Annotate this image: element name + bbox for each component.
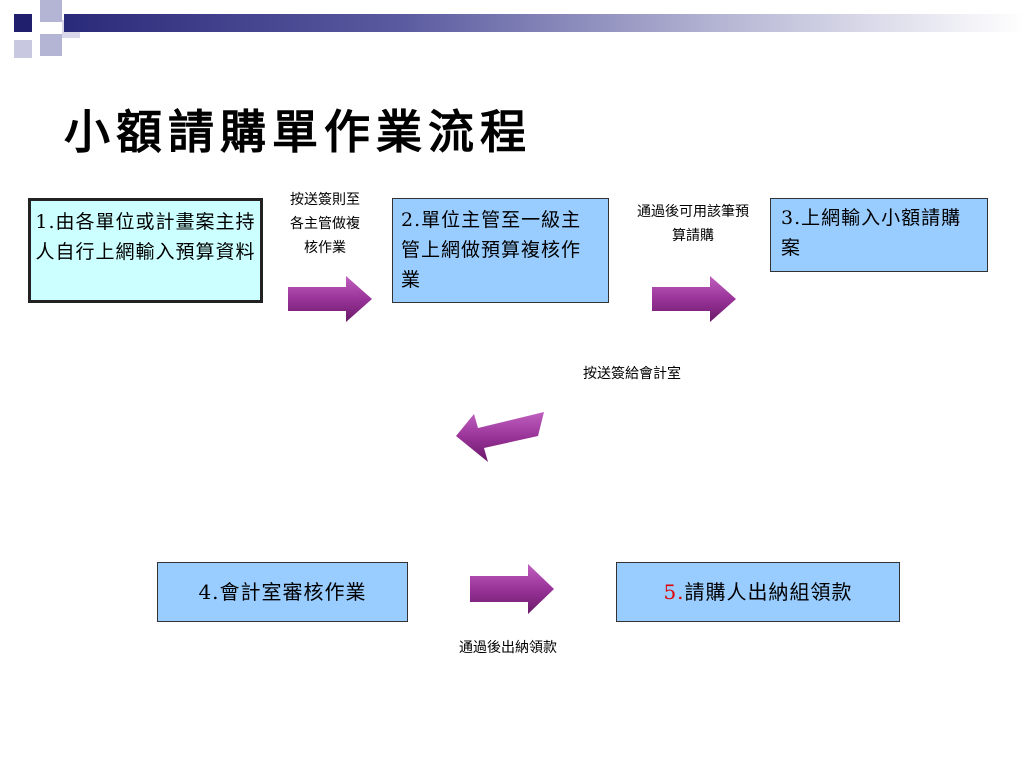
- connector-4-note: 通過後出納領款: [459, 640, 557, 656]
- step-5-box: 5.請購人出納組領款: [616, 562, 900, 622]
- diagonal-back-arrow-icon: [456, 412, 544, 462]
- header-square-lavender-3: [14, 40, 32, 58]
- right-arrow-icon: [288, 276, 372, 322]
- header-square-lavender-1: [40, 0, 62, 22]
- right-arrow-icon: [652, 276, 736, 322]
- page-title: 小額請購單作業流程: [64, 105, 532, 159]
- step-4-box: 4.會計室審核作業: [157, 562, 408, 622]
- connector-1-note: 按送簽則至各主管做複核作業: [290, 192, 360, 256]
- step-5-label: 請購人出納組領款: [684, 580, 853, 604]
- step-3-box: 3.上網輸入小額請購案: [770, 198, 988, 272]
- connector-3-note: 按送簽給會計室: [583, 366, 681, 382]
- step-2-box: 2.單位主管至一級主管上網做預算複核作業: [392, 198, 609, 303]
- header-square-lavender-2: [40, 34, 62, 56]
- step-5-number: 5.: [663, 580, 685, 604]
- right-arrow-icon: [470, 564, 554, 614]
- step-1-box: 1.由各單位或計畫案主持人自行上網輸入預算資料: [28, 198, 263, 303]
- connector-2-note: 通過後可用該筆預算請購: [637, 204, 749, 244]
- header-square-navy-1: [14, 14, 32, 32]
- header-gradient-bar: [64, 14, 1024, 32]
